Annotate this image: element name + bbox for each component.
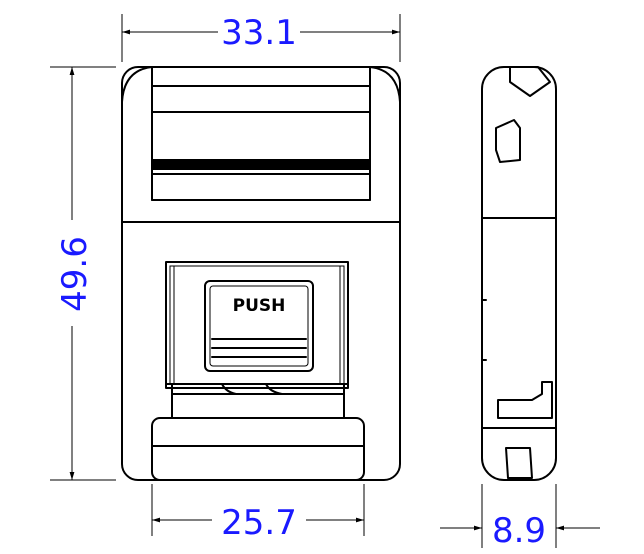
push-button[interactable]: PUSH [204,280,314,372]
bottom-block [505,447,533,479]
top-right-corner-line [369,66,401,103]
dim-height-text: 49.6 [55,236,95,312]
dimension-bottom-width: 25.7 [151,484,365,543]
dimension-height: 49.6 [50,66,116,481]
top-left-corner-line [121,66,153,103]
dim-top-width-text: 33.1 [221,13,297,53]
lower-strap-bar [151,417,365,481]
spring-step [497,381,553,419]
latch-pocket [495,119,521,163]
strap-bar [151,66,371,201]
dim-side-thickness-text: 8.9 [492,511,546,551]
side-view [481,66,557,481]
button-housing [165,261,349,419]
front-view: PUSH [121,66,401,481]
top-notch [509,66,551,97]
push-label: PUSH [233,296,286,316]
dim-bottom-width-text: 25.7 [221,503,297,543]
dimension-top-width: 33.1 [121,13,401,62]
dimension-side-thickness: 8.9 [440,484,600,551]
